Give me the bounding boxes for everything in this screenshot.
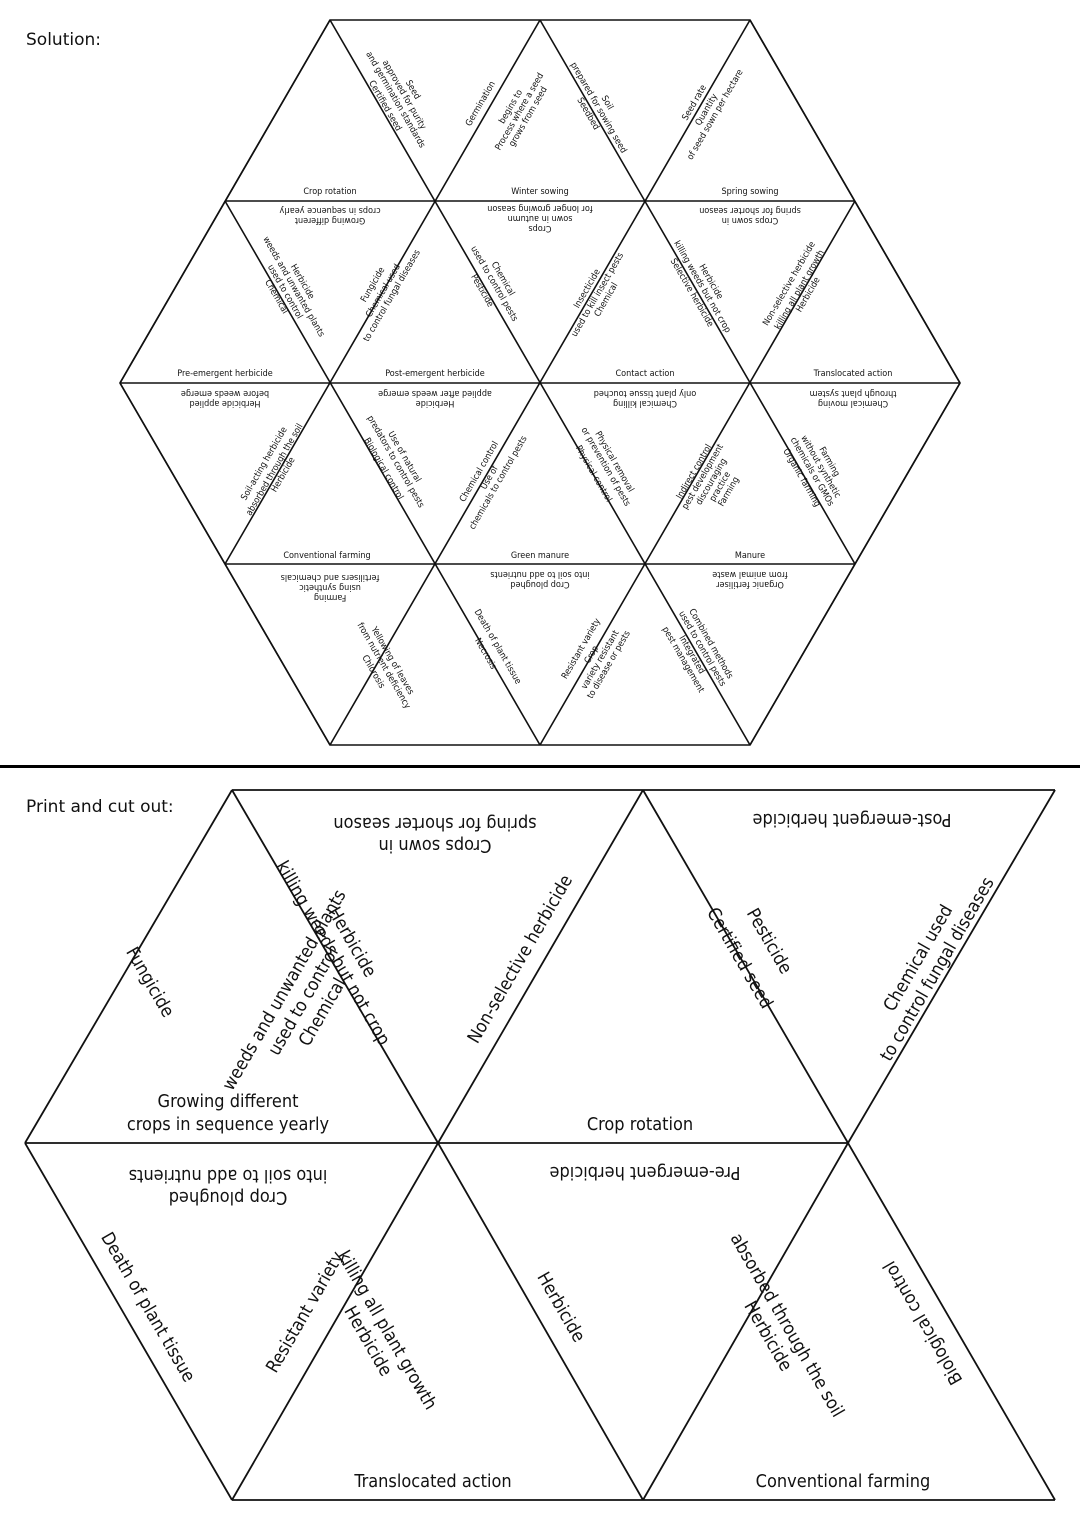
- label-post-emergent: Post-emergent herbicide: [385, 369, 485, 379]
- grid-line: [224, 200, 541, 746]
- label-post-emergent-def: Herbicide: [416, 398, 455, 408]
- label-contact-action-def: only plant tissue touched: [594, 388, 696, 398]
- label-seed-definition: and germination standards: [363, 50, 426, 150]
- label-spring-sowing: Spring sowing: [721, 187, 778, 197]
- label-manure: Manure: [735, 551, 765, 561]
- cut-herbicide: Herbicide: [532, 1269, 589, 1346]
- label-conventional-farming: Conventional farming: [283, 551, 370, 561]
- cut-fungicide: Fungicide: [121, 944, 178, 1021]
- cutout-heading: Print and cut out:: [26, 797, 174, 817]
- solution-heading: Solution:: [26, 30, 101, 50]
- label-contact-action-def: Chemical killing: [613, 398, 677, 408]
- label-winter-sowing-def: for longer growing season: [487, 203, 592, 213]
- label-conventional-def: using synthetic: [299, 582, 361, 592]
- cut-crop-rotation: Crop rotation: [587, 1114, 693, 1135]
- grid-line: [24, 1142, 233, 1501]
- label-winter-sowing-def: Crops: [528, 223, 551, 233]
- label-crop-rotation-def: Growing different: [295, 215, 365, 225]
- cut-crop-rotation-def: Growing different: [158, 1091, 299, 1112]
- grid-line: [847, 789, 1056, 1144]
- grid-line: [749, 19, 961, 384]
- grid-line: [437, 1142, 644, 1501]
- cut-green-manure-def: Crop ploughed: [169, 1187, 288, 1208]
- label-translocated-action: Translocated action: [813, 369, 893, 379]
- label-green-manure-def: into soil to add nutrients: [490, 569, 589, 579]
- label-pre-emergent: Pre-emergent herbicide: [177, 369, 272, 379]
- label-conventional-def: fertilisers and chemicals: [281, 572, 380, 582]
- label-winter-sowing-def: sown in autumn: [508, 213, 573, 223]
- label-soil-def: prepared for sowing seed: [568, 61, 628, 155]
- grid-line: [231, 789, 439, 1144]
- grid-line: [642, 789, 849, 1144]
- label-manure-def: Organic fertiliser: [716, 579, 784, 589]
- label-green-manure: Green manure: [511, 551, 569, 561]
- cut-conventional-farming: Conventional farming: [756, 1471, 931, 1492]
- label-crop-rotation: Crop rotation: [303, 187, 356, 197]
- cutout-labels: Fungicide weeds and unwanted plants used…: [96, 809, 998, 1492]
- cut-spring-sowing-def: spring for shorter season: [333, 813, 536, 834]
- cut-resistant-variety: Resistant variety: [262, 1248, 349, 1377]
- grid-line: [847, 1142, 1056, 1501]
- cut-crop-rotation-def: crops in sequence yearly: [127, 1114, 330, 1135]
- cut-translocated-action: Translocated action: [353, 1471, 511, 1492]
- label-translocated-def: through plant system: [809, 388, 896, 398]
- label-pre-emergent-def: Herbicide applied: [189, 398, 260, 408]
- grid-line: [119, 382, 331, 746]
- label-spring-sowing-def: Crops sown in: [722, 215, 779, 225]
- grid-line: [539, 19, 856, 565]
- label-manure-def: from animal waste: [712, 569, 787, 579]
- label-spring-sowing-def: spring for shorter season: [699, 205, 801, 215]
- cut-green-manure-def: into soil to add nutrients: [129, 1165, 328, 1186]
- cut-spring-sowing-def: Crops sown in: [378, 835, 491, 856]
- label-contact-action: Contact action: [616, 369, 675, 379]
- label-conventional-def: Farming: [314, 592, 346, 602]
- cut-biological-control: Biological control: [879, 1257, 967, 1388]
- label-green-manure-def: Crop ploughed: [510, 579, 569, 589]
- cut-non-selective-herbicide: Non-selective herbicide: [463, 871, 577, 1047]
- grid-line: [224, 19, 541, 565]
- label-post-emergent-def: applied after weeds emerge: [378, 388, 492, 398]
- grid-line: [642, 1142, 849, 1501]
- cutout-grid: [24, 789, 1056, 1501]
- cut-necrosis-def: Death of plant tissue: [96, 1229, 199, 1386]
- solution-hexagon: [119, 19, 961, 746]
- label-pre-emergent-def: before weeds emerge: [181, 388, 269, 398]
- cut-non-selective-def: killing all plant growth: [333, 1247, 441, 1413]
- cut-post-emergent: Post-emergent herbicide: [752, 809, 951, 830]
- label-winter-sowing: Winter sowing: [511, 187, 569, 197]
- grid-line: [539, 200, 856, 746]
- grid-line: [24, 789, 233, 1144]
- grid-line: [437, 789, 644, 1144]
- grid-line: [231, 1142, 439, 1501]
- label-translocated-def: Chemical moving: [818, 398, 888, 408]
- grid-line: [329, 19, 751, 746]
- cut-pre-emergent: Pre-emergent herbicide: [550, 1162, 741, 1183]
- label-crop-rotation-def: crops in sequence yearly: [279, 205, 380, 215]
- section-divider: [0, 765, 1080, 768]
